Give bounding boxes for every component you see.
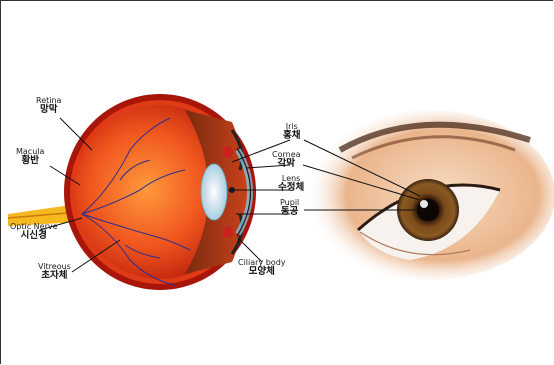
label-cornea-ko: 각막 xyxy=(272,159,301,170)
label-optic-nerve: Optic Nerve 시신경 xyxy=(10,222,58,242)
label-macula: Macula 황반 xyxy=(16,147,44,167)
label-vitreous-ko: 초자체 xyxy=(38,271,71,282)
label-pupil: Pupil 동공 xyxy=(280,198,299,218)
human-eye-illustration xyxy=(305,110,554,280)
label-pupil-ko: 동공 xyxy=(280,207,299,218)
label-lens-ko: 수정체 xyxy=(278,183,304,194)
label-ciliary-ko: 모양체 xyxy=(238,267,286,278)
label-cornea: Cornea 각막 xyxy=(272,150,301,170)
label-optic-ko: 시신경 xyxy=(10,231,58,242)
label-vitreous: Vitreous 초자체 xyxy=(38,262,71,282)
label-macula-ko: 황반 xyxy=(16,156,44,167)
label-iris: Iris 홍채 xyxy=(283,122,300,142)
label-retina-ko: 망막 xyxy=(36,105,61,116)
label-retina: Retina 망막 xyxy=(36,96,61,116)
label-lens: Lens 수정체 xyxy=(278,174,304,194)
label-ciliary-body: Ciliary body 모양체 xyxy=(238,258,286,278)
label-iris-ko: 홍채 xyxy=(283,131,300,142)
